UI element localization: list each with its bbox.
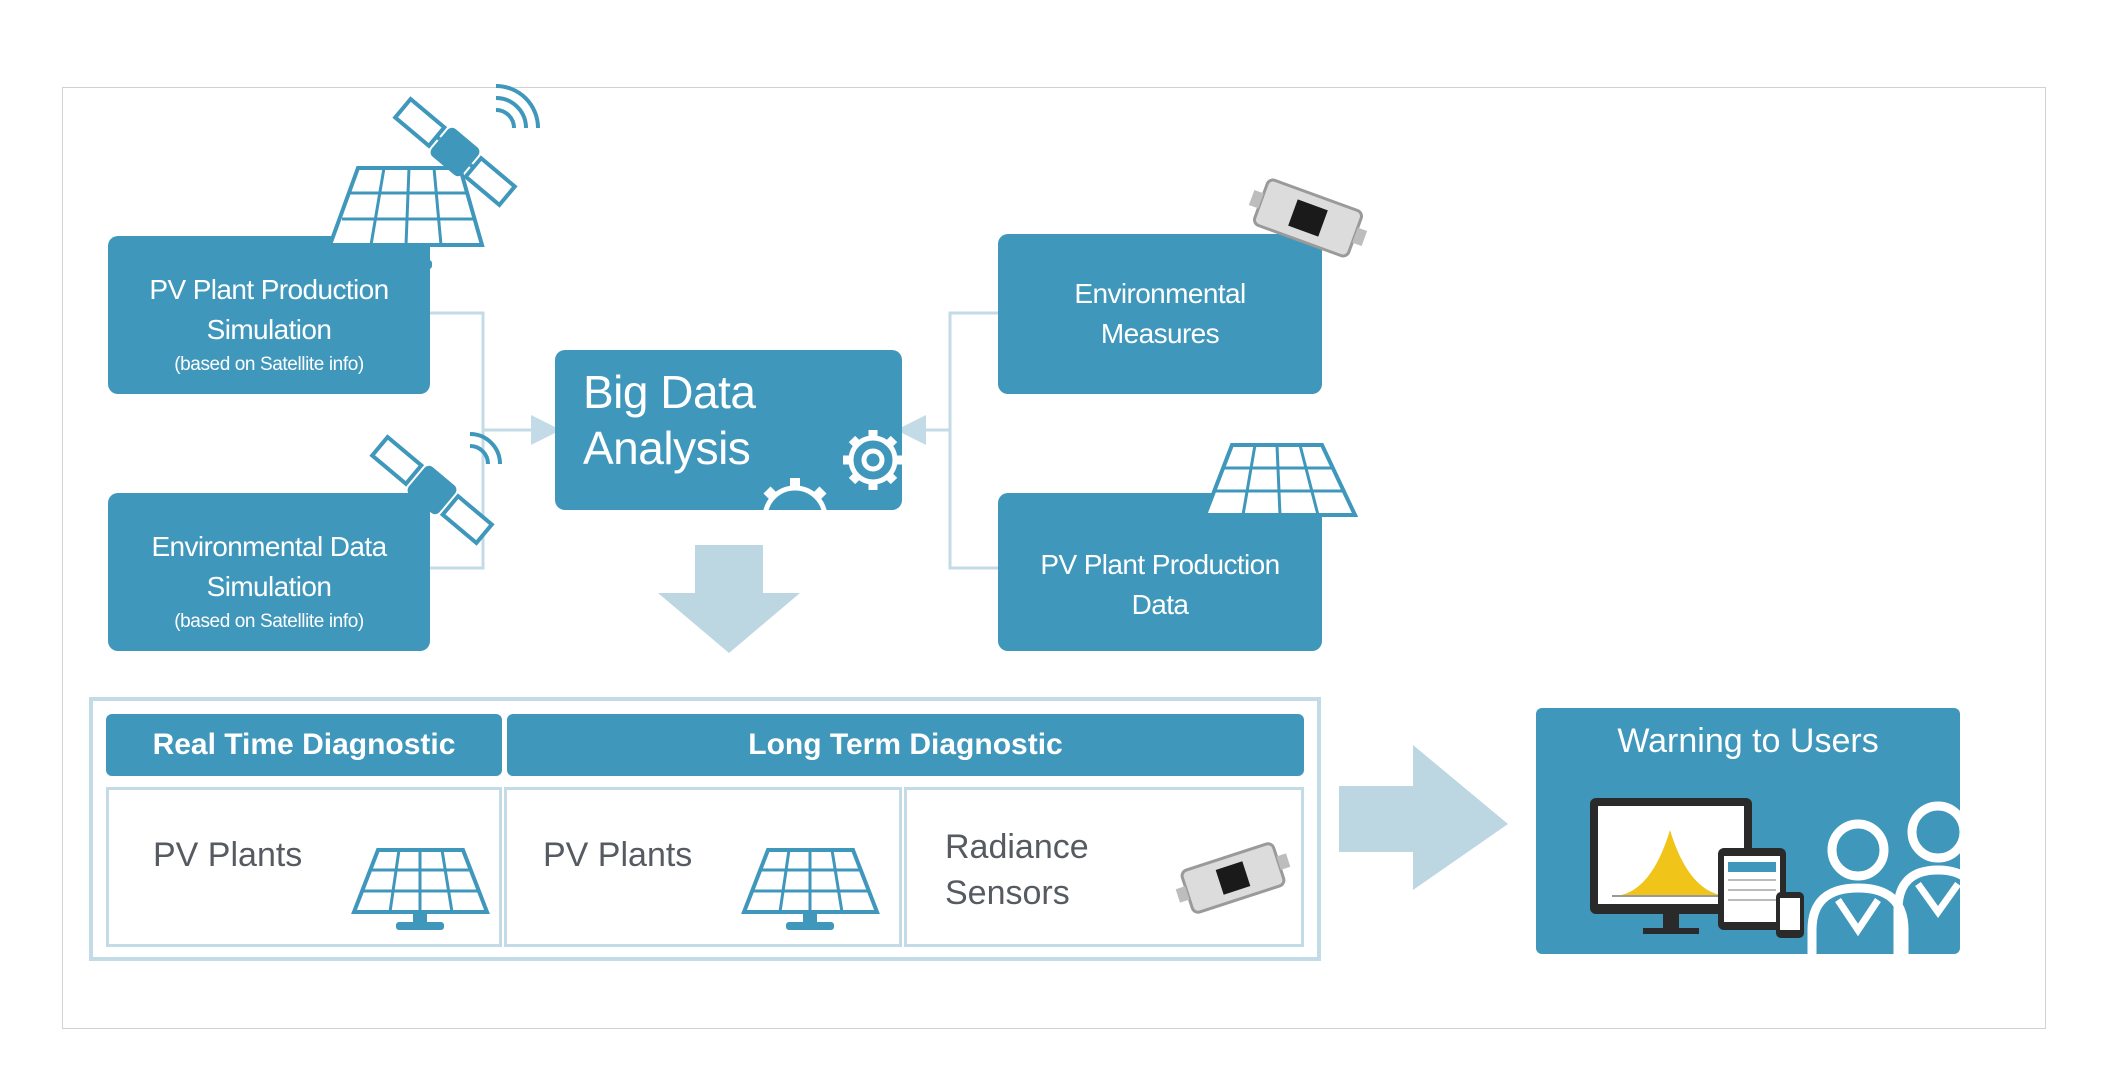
env-sim-title-1: Environmental Data [151, 531, 387, 562]
pv-production-simulation-box: PV Plant Production Simulation (based on… [108, 236, 430, 394]
warning-title: Warning to Users [1617, 722, 1879, 760]
cell-label: PV Plants [153, 836, 303, 874]
right-arrow [1339, 745, 1508, 890]
env-measures-line-2: Measures [1100, 318, 1220, 349]
cell-label: Radiance Sensors [945, 828, 1089, 912]
big-data-title: Big Data Analysis [583, 366, 756, 474]
long-term-pv-plants-cell: PV Plants [504, 787, 902, 947]
environmental-data-simulation-box: Environmental Data Simulation (based on … [108, 493, 430, 651]
env-measures-line-1: Environmental [1074, 278, 1246, 309]
pv-data-line-2: Data [1131, 589, 1189, 620]
big-data-analysis-box: Big Data Analysis [555, 350, 902, 510]
left-connector [430, 311, 561, 570]
cell-label: PV Plants [543, 836, 693, 874]
long-term-diagnostic-header: Long Term Diagnostic [507, 714, 1304, 776]
pv-sim-title-2: Simulation [206, 314, 332, 345]
real-time-pv-plants-cell: PV Plants [106, 787, 502, 947]
env-sim-subtitle: (based on Satellite info) [174, 611, 364, 632]
warning-to-users-box: Warning to Users [1536, 708, 1960, 954]
pv-sim-subtitle: (based on Satellite info) [174, 354, 364, 375]
gear-icon [763, 430, 902, 510]
env-sim-title-2: Simulation [206, 571, 332, 602]
real-time-diagnostic-header: Real Time Diagnostic [106, 714, 502, 776]
right-connector [896, 311, 998, 570]
pv-data-line-1: PV Plant Production [1040, 549, 1280, 580]
long-term-radiance-sensors-cell: Radiance Sensors [904, 787, 1304, 947]
pv-sim-title-1: PV Plant Production [149, 274, 389, 305]
pv-production-data-box: PV Plant Production Data [998, 493, 1322, 651]
diagram-frame [62, 87, 2046, 1029]
down-arrow [658, 545, 800, 653]
environmental-measures-box: Environmental Measures [998, 234, 1322, 394]
